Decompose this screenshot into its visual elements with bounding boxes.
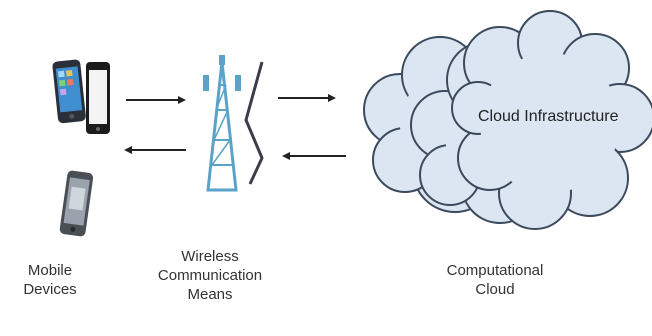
cloud-icon xyxy=(363,10,652,230)
smartphone-icon xyxy=(52,59,86,124)
label-line: Mobile xyxy=(27,262,73,279)
smartphone-icon xyxy=(86,62,110,134)
lightning-bolt-icon xyxy=(244,61,264,185)
label-line: Wireless xyxy=(181,248,239,265)
arrow-right-top-left xyxy=(126,96,186,104)
label-line: Means xyxy=(187,285,233,303)
wireless-communication-label: Wireless Communication Means xyxy=(140,248,280,304)
label-line: Devices xyxy=(23,280,77,298)
arrow-left-bottom-left xyxy=(124,146,186,154)
antenna-tower-icon xyxy=(203,55,241,192)
cloud-infrastructure-label: Cloud Infrastructure xyxy=(478,108,619,125)
label-line: Communication xyxy=(157,266,263,284)
smartphone-icon xyxy=(59,170,94,237)
label-line: Computational xyxy=(446,262,544,279)
label-line: Cloud xyxy=(475,280,515,298)
computational-cloud-label: Computational Cloud xyxy=(420,262,570,300)
mobile-devices-label: Mobile Devices xyxy=(10,262,90,300)
arrow-left-bottom-right xyxy=(282,152,346,160)
arrow-right-top-right xyxy=(278,94,336,102)
